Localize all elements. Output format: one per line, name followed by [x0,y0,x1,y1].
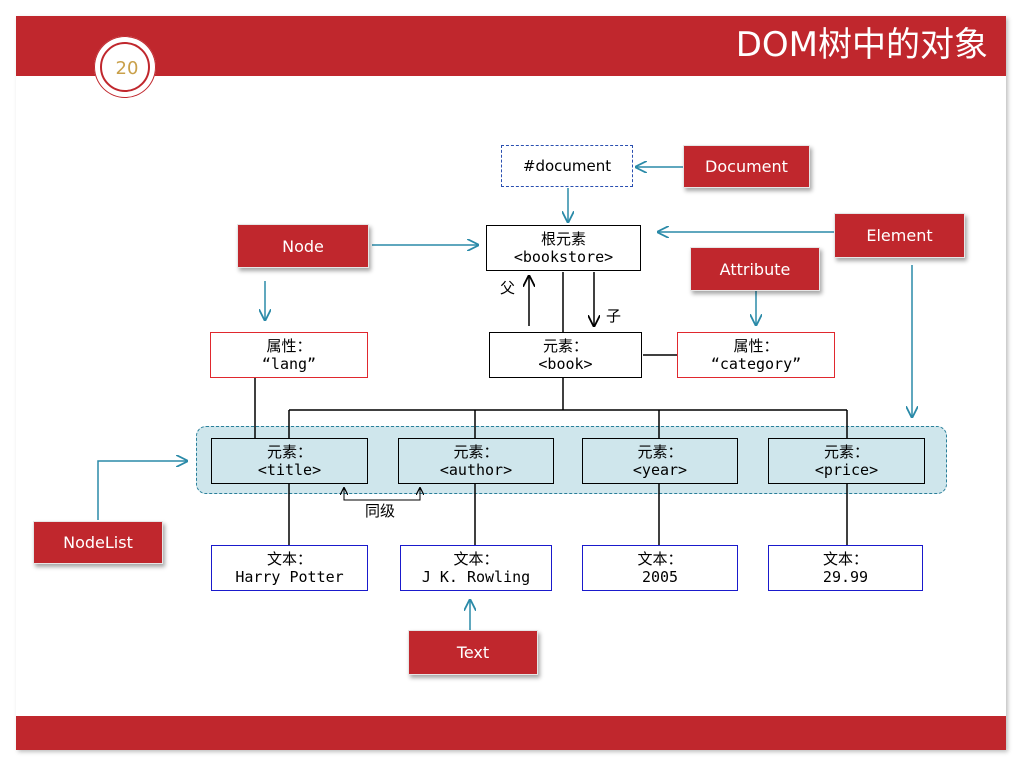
label-element: Element [834,213,965,258]
text-node-author: 文本： J K. Rowling [400,545,552,591]
attribute-category: 属性： “category” [677,332,835,378]
element-year: 元素： <year> [582,438,738,484]
element-book: 元素： <book> [489,332,642,378]
slide-title: DOM树中的对象 [735,25,988,65]
label-nodelist: NodeList [33,521,163,564]
attribute-lang: 属性： “lang” [210,332,368,378]
root-element-tag: <bookstore> [513,248,614,266]
root-element-kind: 根元素 [540,230,586,248]
book-tag: <book> [538,355,593,373]
text-node-price: 文本： 29.99 [768,545,923,591]
slide [16,16,1006,750]
child-label: 子 [606,307,622,325]
element-price: 元素： <price> [768,438,925,484]
attr-category-kind: 属性： [733,337,779,355]
page-number-badge: 20 [94,36,156,98]
parent-label: 父 [500,279,516,297]
label-attribute: Attribute [690,247,820,291]
attr-lang-value: “lang” [261,355,317,373]
element-title: 元素： <title> [211,438,368,484]
attr-category-value: “category” [710,355,802,373]
text-node-title: 文本： Harry Potter [211,545,368,591]
element-author: 元素： <author> [398,438,554,484]
label-text: Text [408,630,538,675]
sibling-label: 同级 [365,502,396,520]
title-bar [16,16,1006,76]
label-node: Node [237,224,369,268]
footer-bar [16,716,1006,750]
document-node: #document [501,145,633,187]
label-document: Document [683,145,810,188]
text-node-year: 文本： 2005 [582,545,738,591]
attr-lang-kind: 属性： [266,337,312,355]
page-number: 20 [115,58,139,79]
book-kind: 元素： [542,337,588,355]
root-element-bookstore: 根元素 <bookstore> [486,225,641,271]
